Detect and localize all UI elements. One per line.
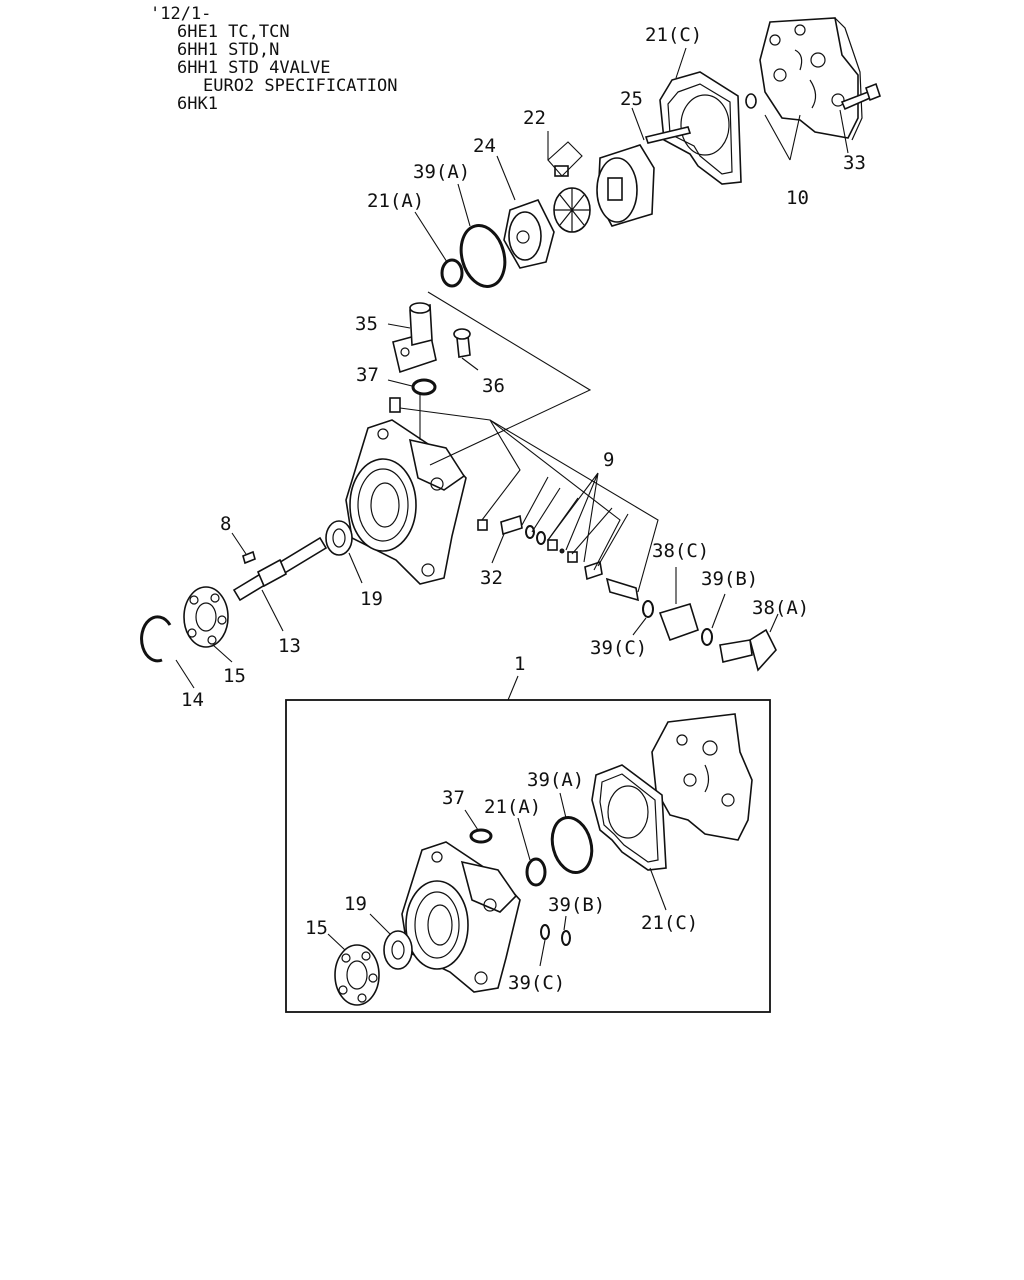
- o-ring-21a-part: [440, 258, 464, 288]
- label-37: 37: [356, 364, 379, 386]
- label-8: 8: [220, 513, 231, 535]
- elbow-fitting-38a-part: [719, 628, 777, 672]
- label-36: 36: [482, 375, 505, 397]
- kit-label-19: 19: [344, 893, 367, 915]
- kit-labels: 37 21(A) 39(A) 19 15 39(B) 21(C) 39(C): [305, 769, 698, 994]
- kit-label-21a: 21(A): [484, 796, 541, 818]
- header-line-1: '12/1-: [150, 4, 211, 24]
- kit-label-39a: 39(A): [527, 769, 584, 791]
- key-8-part: [242, 550, 256, 565]
- bolt-36-part: [453, 328, 471, 358]
- side-plate-24-part: [503, 199, 555, 269]
- label-24: 24: [473, 135, 496, 157]
- header-line-5: EURO2 SPECIFICATION: [203, 76, 397, 96]
- cover-plate-part: [745, 17, 863, 141]
- label-39a: 39(A): [413, 161, 470, 183]
- label-38c: 38(C): [652, 540, 709, 562]
- label-14: 14: [181, 689, 204, 711]
- kit-contents: [327, 713, 753, 1006]
- kit-label-15: 15: [305, 917, 328, 939]
- label-1: 1: [514, 653, 525, 675]
- header-line-3: 6HH1 STD,N: [177, 40, 279, 60]
- rotor-22-part: [547, 141, 591, 233]
- cam-ring-part: [596, 144, 655, 227]
- label-35: 35: [355, 313, 378, 335]
- oil-seal-19-part: [325, 520, 353, 556]
- snap-ring-14-part: [140, 615, 172, 663]
- o-ring-37-part: [411, 378, 437, 396]
- o-ring-39b-part: [701, 628, 713, 646]
- label-15: 15: [223, 665, 246, 687]
- o-ring-39a-part: [459, 224, 507, 288]
- pin-25-part: [644, 126, 692, 144]
- label-9: 9: [603, 449, 614, 471]
- label-13: 13: [278, 635, 301, 657]
- gasket-21c-part: [659, 71, 742, 185]
- o-ring-39c-part: [642, 600, 654, 618]
- label-39b: 39(B): [701, 568, 758, 590]
- fitting-38c-part: [658, 603, 699, 642]
- kit-label-21c: 21(C): [641, 912, 698, 934]
- label-22: 22: [523, 107, 546, 129]
- header-line-2: 6HE1 TC,TCN: [177, 22, 290, 42]
- label-33: 33: [843, 152, 866, 174]
- kit-box: [285, 699, 771, 1013]
- header-line-4: 6HH1 STD 4VALVE: [177, 58, 331, 78]
- kit-label-39c: 39(C): [508, 972, 565, 994]
- pump-body-part: [345, 397, 467, 585]
- header-line-6: 6HK1: [177, 94, 218, 114]
- bearing-15-part: [183, 586, 229, 648]
- suction-fitting-35-part: [392, 302, 437, 374]
- label-25: 25: [620, 88, 643, 110]
- label-19: 19: [360, 588, 383, 610]
- shaft-13-part: [232, 536, 328, 602]
- label-32: 32: [480, 567, 503, 589]
- applicability-header: '12/1- 6HE1 TC,TCN 6HH1 STD,N 6HH1 STD 4…: [150, 4, 397, 114]
- leader-lines: [175, 47, 849, 701]
- kit-label-39b: 39(B): [548, 894, 605, 916]
- bolt-33-part: [840, 82, 881, 111]
- label-10: 10: [786, 187, 809, 209]
- valve-parts-9-part: [477, 514, 639, 602]
- callout-labels: 21(C) 25 22 24 39(A) 21(A) 33 10 35 37 3…: [181, 24, 866, 711]
- label-21c: 21(C): [645, 24, 702, 46]
- label-39c: 39(C): [590, 637, 647, 659]
- kit-label-37: 37: [442, 787, 465, 809]
- label-38a: 38(A): [752, 597, 809, 619]
- label-21a: 21(A): [367, 190, 424, 212]
